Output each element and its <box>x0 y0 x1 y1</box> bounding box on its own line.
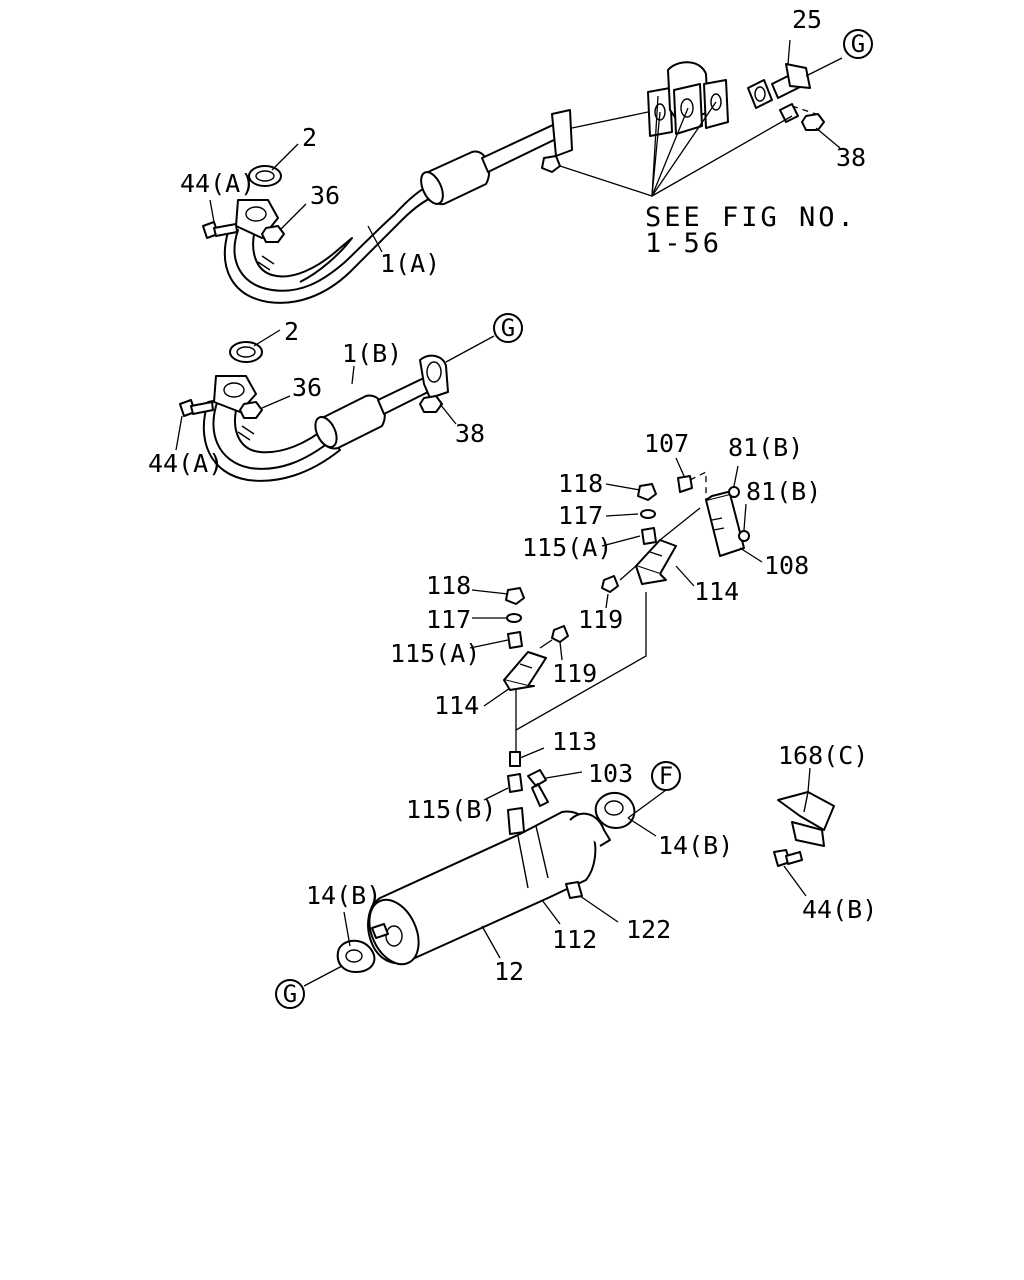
gasket-2-top <box>248 165 282 187</box>
bushing-115b <box>507 773 523 793</box>
label-44a-top: 44(A) <box>180 169 255 198</box>
stud-near-38 <box>779 103 799 123</box>
connector-f-right: F <box>651 761 681 791</box>
pipe-25 <box>747 57 843 109</box>
connector-f-right-letter: F <box>659 762 673 790</box>
hanger-114-upper <box>635 539 677 585</box>
nut-38-top <box>801 113 825 131</box>
label-38-mid: 38 <box>455 419 485 448</box>
nut-81b-2 <box>738 530 750 542</box>
bushing-115a-2 <box>507 631 523 649</box>
nut-36-top <box>261 225 285 243</box>
label-see-fig-line2: 1-56 <box>645 228 722 259</box>
bolt-44a-mid <box>179 399 214 417</box>
label-107: 107 <box>644 429 689 458</box>
label-168c: 168(C) <box>778 741 868 770</box>
label-1a: 1(A) <box>380 249 440 278</box>
bolt-107 <box>677 475 693 493</box>
label-115b: 115(B) <box>406 795 496 824</box>
label-2-top: 2 <box>302 123 317 152</box>
hanger-114-lower <box>503 651 547 691</box>
label-103: 103 <box>588 759 633 788</box>
label-119-2: 119 <box>552 659 597 688</box>
label-81b-2: 81(B) <box>746 477 821 506</box>
label-118-2: 118 <box>426 571 471 600</box>
label-36-top: 36 <box>310 181 340 210</box>
label-108: 108 <box>764 551 809 580</box>
connector-g-bottom-letter: G <box>283 980 297 1008</box>
label-114-1: 114 <box>694 577 739 606</box>
label-14b-left: 14(B) <box>306 881 381 910</box>
label-122: 122 <box>626 915 671 944</box>
label-44a-mid: 44(A) <box>148 449 223 478</box>
bolt-103 <box>527 769 549 807</box>
connector-g-top: G <box>843 29 873 59</box>
label-38-top: 38 <box>836 143 866 172</box>
nut-36-mid <box>239 401 263 419</box>
label-25: 25 <box>792 5 822 34</box>
nut-118-1 <box>637 483 657 501</box>
label-113: 113 <box>552 727 597 756</box>
label-117-1: 117 <box>558 501 603 530</box>
hanger-bracket-108 <box>705 489 745 557</box>
nut-119-1 <box>601 575 619 593</box>
connector-g-mid-letter: G <box>501 314 515 342</box>
nut-38-mid <box>419 395 443 413</box>
label-118-1: 118 <box>558 469 603 498</box>
nut-cat-flange <box>541 155 561 173</box>
label-119-1: 119 <box>578 605 623 634</box>
gasket-14b-right <box>594 791 636 829</box>
label-114-2: 114 <box>434 691 479 720</box>
exhaust-pipe-1a <box>223 109 573 304</box>
label-2-mid: 2 <box>284 317 299 346</box>
nut-119-2 <box>551 625 569 643</box>
label-117-2: 117 <box>426 605 471 634</box>
label-see-fig-line1: SEE FIG NO. <box>645 202 857 233</box>
label-112: 112 <box>552 925 597 954</box>
stud-113 <box>509 751 521 767</box>
nut-81b-1 <box>728 486 740 498</box>
bolt-44a-top <box>202 221 238 239</box>
label-81b-1: 81(B) <box>728 433 803 462</box>
catalytic-converter-assembly <box>647 61 729 137</box>
gasket-2-mid <box>229 341 263 363</box>
label-1b: 1(B) <box>342 339 402 368</box>
label-12: 12 <box>494 957 524 986</box>
nut-118-2 <box>505 587 525 605</box>
muffler-12 <box>367 807 611 966</box>
label-36-mid: 36 <box>292 373 322 402</box>
washer-117-1 <box>640 509 656 519</box>
connector-g-top-letter: G <box>851 30 865 58</box>
label-115a-1: 115(A) <box>522 533 612 562</box>
label-115a-2: 115(A) <box>390 639 480 668</box>
heat-shield-168c <box>777 791 835 847</box>
label-44b: 44(B) <box>802 895 877 924</box>
connector-g-mid: G <box>493 313 523 343</box>
gasket-14b-left <box>336 939 376 973</box>
washer-117-2 <box>506 613 522 623</box>
bushing-115a-1 <box>641 527 657 545</box>
label-14b-right: 14(B) <box>658 831 733 860</box>
bolt-44b <box>773 849 803 867</box>
connector-g-bottom: G <box>275 979 305 1009</box>
